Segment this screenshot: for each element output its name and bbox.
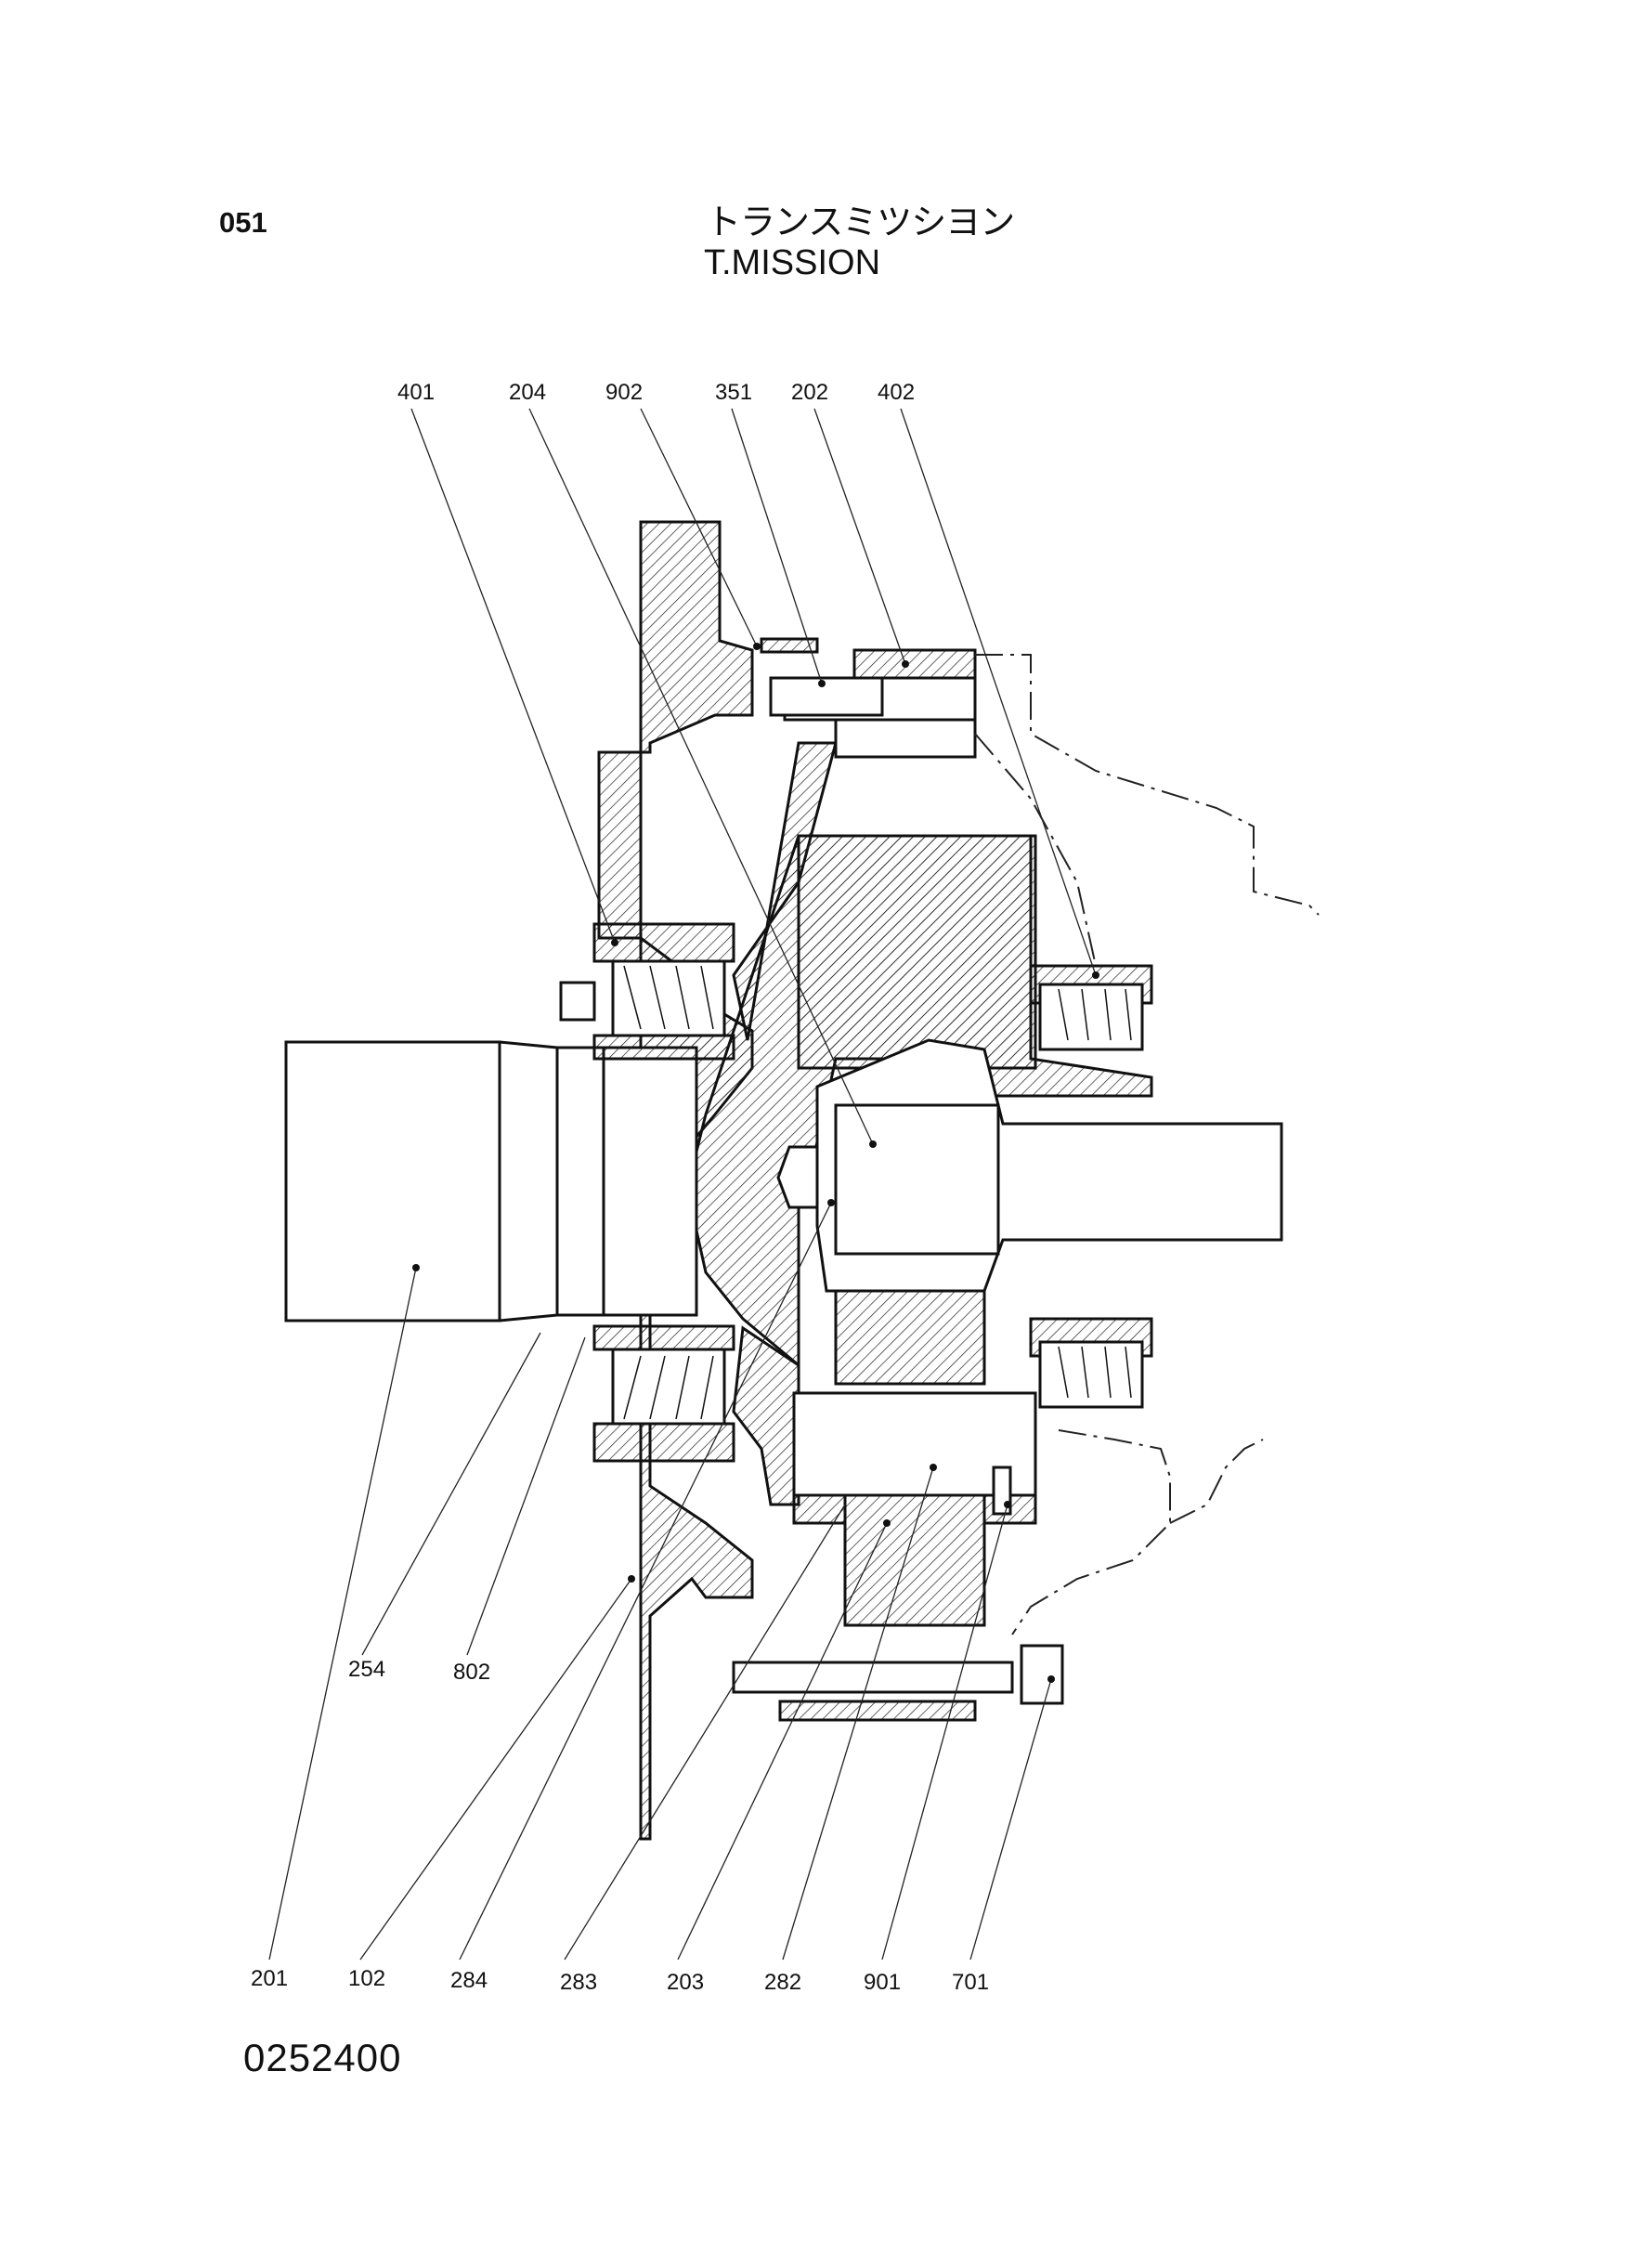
label-202: 202 [791,380,828,405]
bearing-402 [1029,964,1153,1409]
label-201: 201 [251,1966,288,1991]
label-203: 203 [667,1970,704,1995]
label-283: 283 [560,1970,597,1995]
drive-shaft-201 [284,1040,698,1322]
bearing-401 [559,922,735,1061]
label-402: 402 [878,380,915,405]
label-902: 902 [605,380,643,405]
title-japanese: トランスミツシヨン [706,202,1015,242]
title-english: T.MISSION [704,243,881,282]
bearing-401-lower [592,1324,735,1463]
bolt-351 [760,637,884,717]
label-701: 701 [952,1970,989,1995]
label-282: 282 [764,1970,801,1995]
label-901: 901 [864,1970,901,1995]
label-102: 102 [348,1966,385,1991]
part-labels: 401 204 902 351 202 402 254 802 201 102 … [251,380,989,1995]
output-shaft-204 [776,1038,1283,1293]
label-401: 401 [397,380,435,405]
label-254: 254 [348,1657,385,1682]
drawing-number: 0252400 [243,2036,402,2079]
label-351: 351 [715,380,752,405]
label-284: 284 [450,1968,488,1993]
label-802: 802 [453,1660,490,1685]
leader-lines [268,408,1099,1961]
phantom-outline [974,654,1320,1635]
bolt-701 [732,1644,1064,1722]
label-204: 204 [509,380,546,405]
planet-gear-assembly [792,1289,1037,1627]
page-number: 051 [219,206,267,239]
